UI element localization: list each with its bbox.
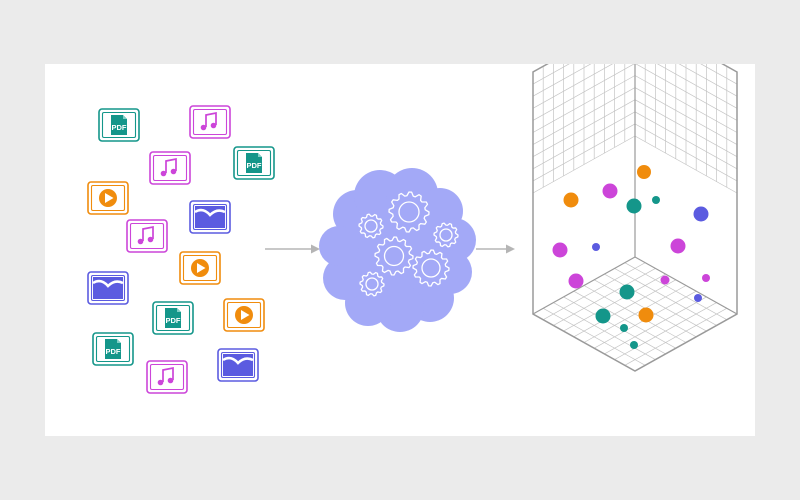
image-icon: [194, 206, 226, 228]
gear-icon: [359, 271, 385, 297]
embedding-point: [693, 206, 709, 222]
gear-icon: [388, 191, 430, 233]
embedding-point: [619, 284, 635, 300]
embedding-points: [552, 165, 710, 349]
music-note-icon: [200, 111, 217, 131]
music-note-icon: [160, 157, 177, 177]
embedding-point: [638, 307, 654, 323]
embedding-point: [660, 275, 670, 285]
play-icon: [191, 259, 209, 277]
pdf-file-icon: [246, 153, 262, 173]
music-note-icon: [137, 225, 154, 245]
file-tile-audio: [146, 360, 188, 394]
image-icon: [92, 277, 124, 299]
embedding-point: [702, 274, 710, 282]
gear-icon: [358, 213, 384, 239]
embedding-point: [637, 165, 651, 179]
embedding-point: [620, 324, 628, 332]
file-tile-audio: [126, 219, 168, 253]
gear-icon: [433, 222, 459, 248]
gear-icon: [374, 236, 414, 276]
pdf-file-icon: [105, 339, 121, 359]
file-tile-video: [87, 181, 129, 215]
pdf-file-icon: [111, 115, 127, 135]
gears-cloud-icon: [319, 168, 476, 332]
embedding-point: [670, 238, 686, 254]
embedding-point: [626, 198, 642, 214]
play-icon: [99, 189, 117, 207]
pdf-label: PDF: [106, 347, 121, 356]
flow-arrow-1: [265, 244, 320, 254]
image-icon: [222, 354, 254, 376]
file-tile-pdf: PDF: [98, 108, 140, 142]
pdf-label: PDF: [166, 316, 181, 325]
pdf-label: PDF: [112, 123, 127, 132]
file-tile-pdf: PDF: [92, 332, 134, 366]
embedding-space-cube: [532, 64, 738, 372]
play-icon: [235, 306, 253, 324]
file-tile-video: [179, 251, 221, 285]
embedding-point: [563, 192, 579, 208]
pdf-label: PDF: [247, 161, 262, 170]
embedding-point: [552, 242, 568, 258]
file-tile-video: [223, 298, 265, 332]
file-tile-pdf: PDF: [233, 146, 275, 180]
file-tile-audio: [189, 105, 231, 139]
cube-grid: [532, 64, 738, 372]
processing-cloud: [319, 168, 476, 332]
embedding-point: [630, 341, 638, 349]
pdf-file-icon: [165, 308, 181, 328]
embedding-point: [568, 273, 584, 289]
diagram-panel: PDF PDF PDF PDF: [45, 64, 755, 436]
embedding-point: [652, 196, 660, 204]
file-tile-image: [217, 348, 259, 382]
flow-arrow-2: [476, 244, 515, 254]
embedding-point: [592, 243, 600, 251]
music-note-icon: [157, 366, 174, 386]
embedding-point: [602, 183, 618, 199]
input-files-group: PDF PDF PDF PDF: [87, 105, 275, 394]
embedding-point: [595, 308, 611, 324]
file-tile-image: [189, 200, 231, 234]
flow-arrows-group: [265, 244, 515, 254]
file-tile-image: [87, 271, 129, 305]
file-tile-audio: [149, 151, 191, 185]
gear-icon: [412, 249, 450, 287]
diagram-canvas: PDF PDF PDF PDF: [87, 64, 738, 394]
file-tile-pdf: PDF: [152, 301, 194, 335]
embedding-point: [694, 294, 702, 302]
